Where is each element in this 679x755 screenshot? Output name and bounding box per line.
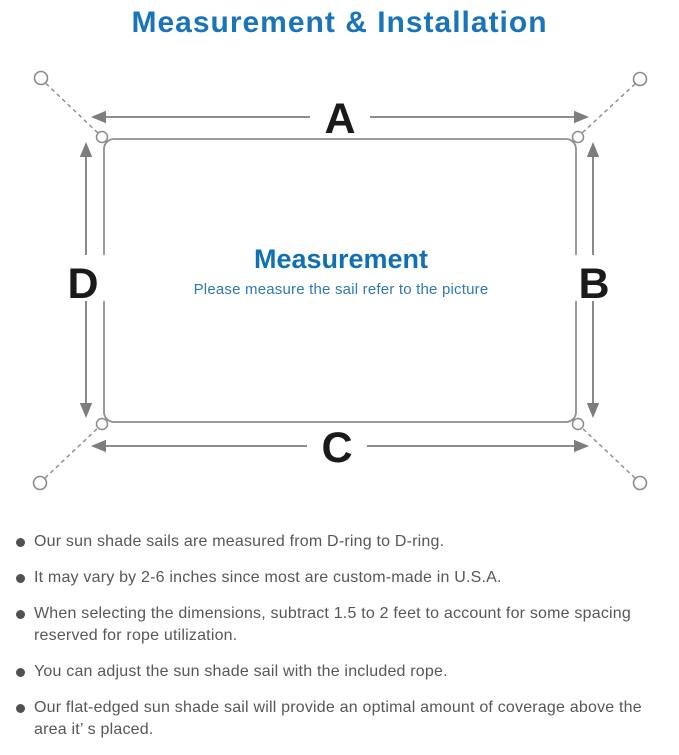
notes-list: Our sun shade sails are measured from D-… — [8, 531, 671, 755]
d-ring-bottom-right — [571, 417, 585, 431]
rope-dash-bottom-right — [580, 426, 636, 479]
arrowhead-right-icon — [574, 439, 589, 453]
label-mask-b — [571, 255, 618, 301]
label-mask-a — [310, 96, 370, 138]
note-text: Our sun shade sails are measured from D-… — [34, 533, 445, 550]
arrowhead-right-icon — [574, 110, 589, 124]
anchor-ring-top-right — [632, 71, 648, 87]
bullet-icon — [16, 538, 25, 547]
note-item: Our flat-edged sun shade sail will provi… — [8, 697, 671, 741]
arrowhead-up-icon — [586, 142, 600, 157]
rope-dash-top-left — [45, 82, 100, 135]
arrowhead-left-icon — [91, 110, 106, 124]
note-text: You can adjust the sun shade sail with t… — [34, 663, 448, 680]
arrowhead-left-icon — [91, 439, 106, 453]
dimension-label-d: D — [67, 260, 98, 308]
d-ring-top-left — [95, 130, 109, 144]
anchor-ring-top-left — [33, 70, 49, 86]
dimension-label-b: B — [578, 260, 609, 308]
dimension-label-a: A — [324, 95, 355, 143]
d-ring-top-right — [571, 130, 585, 144]
diagram-center-title: Measurement — [254, 244, 428, 274]
note-item: When selecting the dimensions, subtract … — [8, 603, 671, 647]
note-item: It may vary by 2-6 inches since most are… — [8, 567, 671, 589]
anchor-ring-bottom-left — [32, 475, 48, 491]
label-mask-d — [60, 255, 107, 301]
page-title: Measurement & Installation — [131, 6, 548, 39]
note-text: When selecting the dimensions, subtract … — [34, 605, 631, 644]
sail-measurement-diagram: A B C D Measurement Please measure the s… — [32, 70, 648, 491]
arrowhead-up-icon — [79, 142, 93, 157]
d-ring-bottom-left — [95, 417, 109, 431]
note-item: You can adjust the sun shade sail with t… — [8, 661, 671, 683]
rope-dash-top-right — [580, 83, 636, 135]
diagram-center-subtitle: Please measure the sail refer to the pic… — [194, 281, 489, 298]
note-text: Our flat-edged sun shade sail will provi… — [34, 699, 642, 738]
rope-dash-bottom-left — [44, 426, 100, 479]
note-item: Our sun shade sails are measured from D-… — [8, 531, 671, 553]
bullet-icon — [16, 610, 25, 619]
note-text: It may vary by 2-6 inches since most are… — [34, 569, 502, 586]
bullet-icon — [16, 704, 25, 713]
arrowhead-down-icon — [586, 403, 600, 418]
anchor-ring-bottom-right — [632, 475, 648, 491]
arrowhead-down-icon — [79, 403, 93, 418]
bullet-icon — [16, 668, 25, 677]
label-mask-c — [307, 425, 367, 467]
bullet-icon — [16, 574, 25, 583]
dimension-label-c: C — [321, 424, 352, 472]
